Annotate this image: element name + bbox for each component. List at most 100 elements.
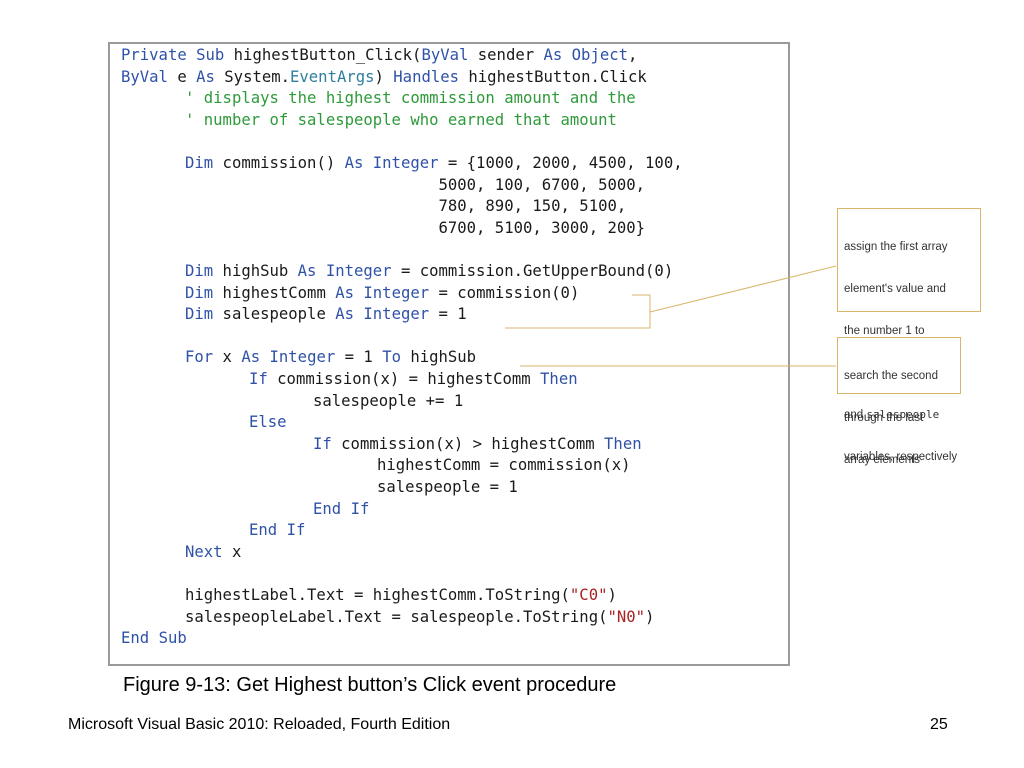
code-line: Dim highSub As Integer = commission.GetU… — [185, 260, 673, 282]
page-number: 25 — [930, 716, 948, 733]
code-token: Integer — [269, 348, 336, 367]
code-line: Next x — [185, 541, 241, 563]
search-callout: search the second through the last array… — [837, 337, 961, 466]
code-token — [354, 284, 363, 302]
code-token: = 1 — [335, 348, 383, 367]
code-token: , — [628, 46, 638, 64]
code-line: salespeopleLabel.Text = salespeople.ToSt… — [185, 606, 654, 628]
code-token: As — [543, 46, 563, 64]
code-token: ' number of salespeople who earned that … — [185, 110, 617, 129]
code-token — [149, 629, 158, 647]
code-line: ' displays the highest commission amount… — [185, 87, 636, 109]
code-token: For — [185, 348, 214, 367]
code-token: End — [249, 521, 278, 540]
code-line: Dim salespeople As Integer = 1 — [185, 303, 467, 325]
code-token — [187, 46, 196, 64]
code-listing-box — [108, 42, 790, 666]
code-line: Dim highestComm As Integer = commission(… — [185, 282, 579, 304]
code-token: Handles — [393, 67, 460, 86]
code-token — [562, 46, 571, 64]
code-token — [354, 305, 363, 323]
code-line: highestComm = commission(x) — [377, 454, 630, 476]
code-token: If — [249, 370, 268, 388]
code-token: EventArgs — [290, 67, 375, 86]
code-token: ) — [645, 607, 655, 626]
code-token: Integer — [372, 154, 439, 172]
code-line: If commission(x) = highestComm Then — [249, 368, 578, 390]
assign-callout-line-1: assign the first array — [844, 241, 948, 253]
assign-callout-line-6: variables, respectively — [844, 451, 958, 463]
code-token: Object — [571, 46, 629, 64]
code-token: commission(x) > highestComm — [331, 434, 605, 453]
code-token: 6700, 5100, 3000, 200} — [185, 218, 646, 237]
code-token: Sub — [196, 46, 225, 64]
code-token: x — [222, 542, 242, 561]
code-token: Then — [604, 434, 642, 453]
assign-callout-salespeople: salespeople — [866, 408, 940, 421]
search-callout-line-1: search the second — [844, 370, 938, 382]
code-token: highestButton_Click( — [224, 46, 422, 64]
code-token: highSub — [400, 348, 477, 367]
code-token: ) — [374, 67, 394, 86]
code-line: End If — [313, 498, 369, 520]
code-token: As — [297, 262, 317, 280]
code-line: If commission(x) > highestComm Then — [313, 433, 642, 455]
code-line: Else — [249, 411, 287, 433]
code-line: Private Sub highestButton_Click(ByVal se… — [121, 44, 637, 66]
code-token: Sub — [158, 629, 187, 648]
code-token: Dim — [185, 154, 214, 172]
code-token: highestLabel.Text = highestComm.ToString… — [185, 586, 570, 604]
code-token: If — [286, 521, 306, 540]
code-line: End If — [249, 519, 305, 541]
code-token: Dim — [185, 283, 214, 302]
code-token: highestComm = commission(x) — [377, 456, 631, 475]
search-callout-line-3: array elements — [844, 454, 921, 466]
code-token: salespeopleLabel.Text = salespeople.ToSt… — [185, 607, 608, 626]
code-token: Integer — [363, 305, 430, 324]
code-token: As — [335, 283, 355, 302]
code-token: 780, 890, 150, 5100, — [185, 197, 627, 216]
code-line: highestLabel.Text = highestComm.ToString… — [185, 584, 617, 606]
code-token: Private — [121, 46, 187, 64]
code-token: System. — [214, 67, 291, 86]
code-line: salespeople = 1 — [377, 476, 518, 498]
code-token — [260, 348, 269, 366]
code-line: ' number of salespeople who earned that … — [185, 109, 617, 131]
code-token: = {1000, 2000, 4500, 100, — [438, 154, 683, 172]
code-token: If — [350, 499, 370, 518]
code-token: "C0" — [569, 586, 608, 604]
code-line: salespeople += 1 — [313, 390, 463, 412]
assign-callout-line-5-prefix: and — [844, 409, 867, 421]
code-token: To — [382, 348, 401, 367]
code-token: commission(x) = highestComm — [267, 370, 541, 388]
code-token: Dim — [185, 305, 214, 324]
code-token — [316, 262, 325, 280]
code-token: ) — [607, 586, 617, 604]
search-callout-line-2: through the last — [844, 412, 924, 424]
code-token: ByVal — [121, 67, 168, 86]
code-token: sender — [468, 46, 544, 64]
code-token: 5000, 100, 6700, 5000, — [185, 175, 646, 194]
assign-callout-line-5: and salespeople — [844, 408, 974, 422]
code-line: For x As Integer = 1 To highSub — [185, 346, 476, 368]
code-token — [363, 154, 372, 172]
code-token: ByVal — [421, 46, 469, 64]
code-token: As — [335, 305, 355, 324]
book-title: Microsoft Visual Basic 2010: Reloaded, F… — [68, 716, 451, 733]
code-token: = 1 — [429, 305, 467, 324]
code-token: As — [196, 67, 215, 86]
code-token: ' displays the highest commission amount… — [185, 89, 636, 108]
code-token — [277, 521, 286, 539]
code-token: salespeople — [213, 305, 336, 324]
code-token: highestButton.Click — [459, 67, 647, 86]
code-line: Dim commission() As Integer = {1000, 200… — [185, 152, 683, 174]
code-token: = commission.GetUpperBound(0) — [391, 262, 674, 280]
code-token: Else — [249, 413, 287, 432]
assign-callout-line-3: the number 1 to — [844, 325, 925, 337]
code-token: highestComm — [213, 283, 336, 302]
code-token: highSub — [213, 262, 298, 280]
code-token: Dim — [185, 262, 214, 280]
figure-caption: Figure 9-13: Get Highest button’s Click … — [123, 674, 617, 696]
code-line: 5000, 100, 6700, 5000, — [185, 174, 645, 196]
code-token: If — [313, 434, 332, 453]
